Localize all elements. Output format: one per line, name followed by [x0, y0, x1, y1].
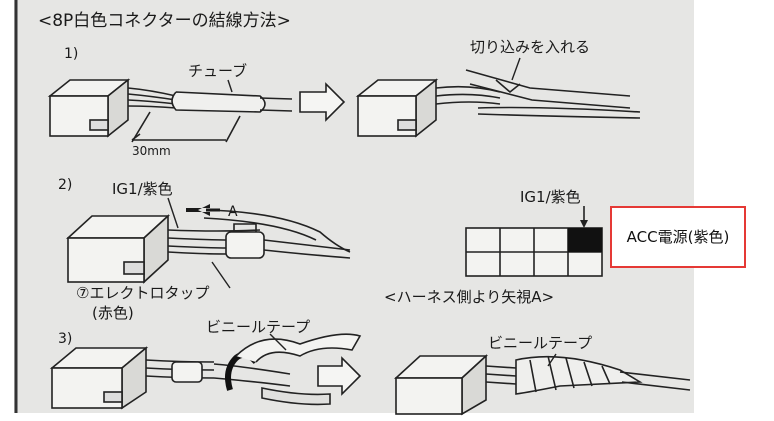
- cut-leader-line: [511, 57, 521, 81]
- tap-leader-line: [211, 261, 231, 289]
- step-2-number: 2): [58, 177, 72, 193]
- ig1-grid-label: IG1/紫色: [520, 188, 581, 206]
- tube-leader-line: [227, 79, 233, 93]
- ig1-wire-label: IG1/紫色: [112, 180, 173, 198]
- document-title: <8P白色コネクターの結線方法>: [38, 11, 291, 31]
- ig1-leader-line: [167, 197, 179, 229]
- ig1-pin-cell: [568, 228, 602, 252]
- callout-text: ACC電源(紫色): [626, 228, 730, 246]
- tap-name-label: ⑦エレクトロタップ: [76, 284, 209, 302]
- dimension-label: 30mm: [132, 144, 171, 158]
- arrow-a: [186, 204, 210, 216]
- step-1-arrow: [299, 82, 346, 122]
- step-1-number: 1): [64, 46, 78, 62]
- ig1-grid-arrowhead: [580, 220, 588, 228]
- tape-right-label: ビニールテープ: [488, 334, 592, 352]
- step-3-arrow: [317, 356, 362, 396]
- step-1-connector-with-tube: [47, 78, 293, 143]
- step-3-number: 3): [58, 331, 72, 347]
- tape-left-leader: [269, 333, 287, 351]
- tube-label: チューブ: [188, 62, 247, 80]
- cut-label: 切り込みを入れる: [470, 38, 590, 56]
- view-caption: <ハーネス側より矢視A>: [384, 288, 554, 306]
- tap-color-label: (赤色): [92, 304, 134, 322]
- step-2-connector-with-tap: [65, 209, 351, 284]
- step-1-connector-cut: [355, 69, 641, 138]
- tape-right-leader: [547, 353, 557, 367]
- acc-power-callout: ACC電源(紫色): [610, 206, 746, 268]
- arrow-a-label: A: [228, 204, 238, 220]
- step-3-connector-taped: [393, 354, 691, 416]
- tape-left-label: ビニールテープ: [206, 318, 310, 336]
- step-3-connector-taping: [49, 333, 362, 410]
